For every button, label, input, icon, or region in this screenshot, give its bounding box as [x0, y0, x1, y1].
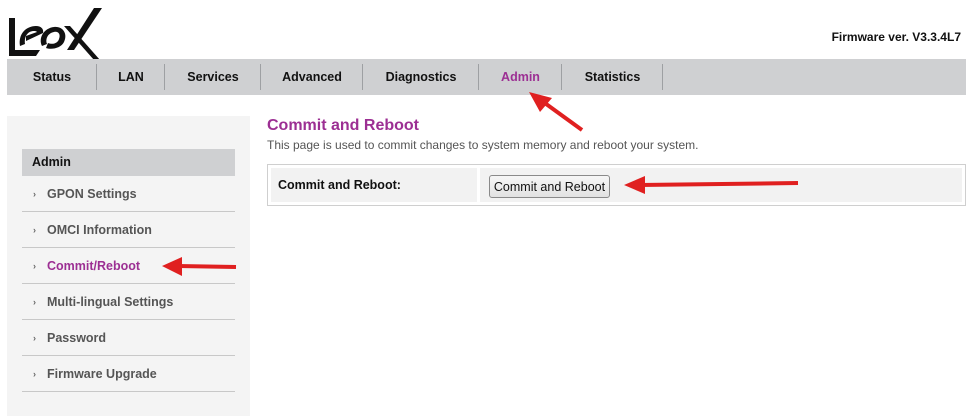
chevron-right-icon: › — [33, 368, 36, 379]
page-description: This page is used to commit changes to s… — [267, 138, 699, 152]
commit-and-reboot-button[interactable]: Commit and Reboot — [489, 175, 610, 198]
commit-reboot-table: Commit and Reboot: Commit and Reboot — [267, 164, 966, 206]
sidebar-item-password[interactable]: › Password — [22, 320, 235, 356]
sidebar-item-multi-lingual-settings[interactable]: › Multi-lingual Settings — [22, 284, 235, 320]
sidebar-item-label: Commit/Reboot — [47, 258, 141, 273]
leox-logo — [6, 4, 102, 60]
commit-reboot-label: Commit and Reboot: — [271, 168, 477, 202]
sidebar: Admin › GPON Settings › OMCI Information… — [7, 116, 250, 416]
nav-tab-services[interactable]: Services — [165, 59, 261, 95]
sidebar-item-label: GPON Settings — [47, 186, 137, 201]
page-title: Commit and Reboot — [267, 117, 419, 134]
sidebar-item-label: Password — [47, 330, 107, 345]
sidebar-item-commit-reboot[interactable]: › Commit/Reboot — [22, 248, 235, 284]
sidebar-heading: Admin — [22, 149, 235, 176]
nav-tab-lan[interactable]: LAN — [97, 59, 165, 95]
main-content: Commit and Reboot This page is used to c… — [267, 116, 967, 206]
chevron-right-icon: › — [33, 188, 36, 199]
main-nav: Status LAN Services Advanced Diagnostics… — [7, 59, 966, 95]
nav-tab-diagnostics[interactable]: Diagnostics — [363, 59, 479, 95]
sidebar-item-gpon-settings[interactable]: › GPON Settings — [22, 176, 235, 212]
sidebar-item-firmware-upgrade[interactable]: › Firmware Upgrade — [22, 356, 235, 392]
chevron-right-icon: › — [33, 332, 36, 343]
chevron-right-icon: › — [33, 260, 36, 271]
sidebar-item-label: Firmware Upgrade — [47, 366, 157, 381]
sidebar-item-label: OMCI Information — [47, 222, 152, 237]
chevron-right-icon: › — [33, 296, 36, 307]
nav-tab-advanced[interactable]: Advanced — [261, 59, 363, 95]
sidebar-menu: › GPON Settings › OMCI Information › Com… — [22, 176, 235, 392]
nav-tab-admin[interactable]: Admin — [479, 59, 562, 95]
sidebar-item-label: Multi-lingual Settings — [47, 294, 174, 309]
commit-reboot-cell: Commit and Reboot — [480, 168, 962, 202]
nav-tab-statistics[interactable]: Statistics — [562, 59, 663, 95]
chevron-right-icon: › — [33, 224, 36, 235]
sidebar-item-omci-information[interactable]: › OMCI Information — [22, 212, 235, 248]
nav-tab-status[interactable]: Status — [7, 59, 97, 95]
firmware-version: Firmware ver. V3.3.4L7 — [831, 30, 961, 44]
